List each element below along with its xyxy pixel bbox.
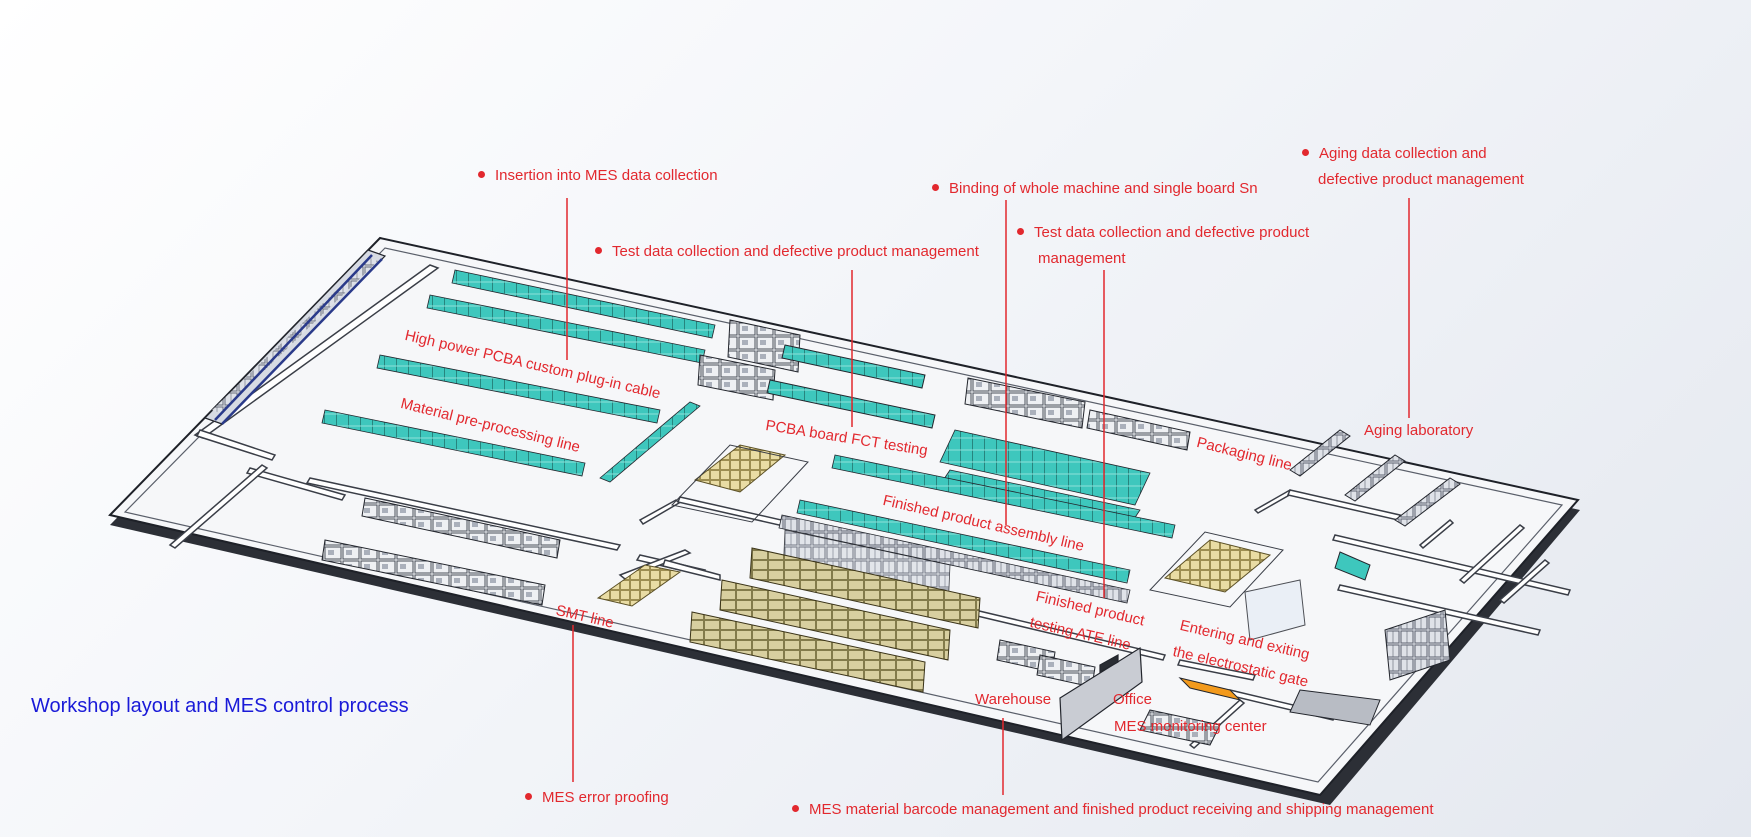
area-label-office: Office: [1113, 691, 1152, 708]
area-label-aging-lab: Aging laboratory: [1364, 422, 1474, 439]
callout-text: MES error proofing: [542, 789, 669, 806]
callout-material-barcode: MES material barcode management and fini…: [792, 797, 1434, 823]
callout-text: Binding of whole machine and single boar…: [949, 180, 1258, 197]
area-label-warehouse: Warehouse: [975, 691, 1052, 708]
fct-test-machines: [697, 319, 936, 429]
callout-text: Test data collection and defective produ…: [1034, 224, 1310, 241]
callout-binding: Binding of whole machine and single boar…: [932, 176, 1258, 202]
bullet-dot: [525, 792, 532, 800]
aging-cabinets: [1289, 429, 1461, 527]
bullet-dot: [1302, 148, 1309, 156]
callout-error-proofing: MES error proofing: [525, 785, 669, 811]
monitoring-wall: [1059, 646, 1143, 742]
esd-gate-booth: [1244, 551, 1451, 726]
smt-line-machines: [321, 497, 561, 606]
area-label-monitoring: MES monitoring center: [1114, 718, 1267, 735]
bullet-dot: [478, 170, 485, 178]
pallet-outlines: [671, 444, 1284, 608]
bullet-dot: [932, 183, 939, 191]
callout-test-data-1: Test data collection and defective produ…: [595, 239, 979, 265]
page-title: Workshop layout and MES control process: [31, 695, 409, 717]
callout-test-data-2-continued: management: [1038, 250, 1126, 267]
callout-text: MES material barcode management and fini…: [809, 801, 1434, 818]
bullet-dot: [1017, 227, 1024, 235]
callout-insertion: Insertion into MES data collection: [478, 163, 718, 189]
callout-aging-data: Aging data collection and: [1302, 141, 1487, 167]
callout-text: Aging data collection and: [1319, 145, 1487, 162]
left-storage-racks: [203, 249, 387, 425]
warehouse-shelves: [689, 547, 981, 693]
shipping-stations: [996, 639, 1096, 688]
insertion-lines: [321, 269, 716, 483]
packaging-line-equipment: [964, 377, 1191, 451]
bullet-dot: [595, 246, 602, 254]
callout-text: Test data collection and defective produ…: [612, 243, 979, 260]
callout-aging-data-continued: defective product management: [1318, 171, 1524, 188]
callout-leader-lines: [566, 198, 1410, 795]
office-desks: [1139, 677, 1242, 746]
bullet-dot: [792, 804, 799, 812]
pallet-stacks: [596, 444, 1272, 607]
callout-test-data-2: Test data collection and defective produ…: [1017, 220, 1309, 246]
callout-text: Insertion into MES data collection: [495, 167, 718, 184]
